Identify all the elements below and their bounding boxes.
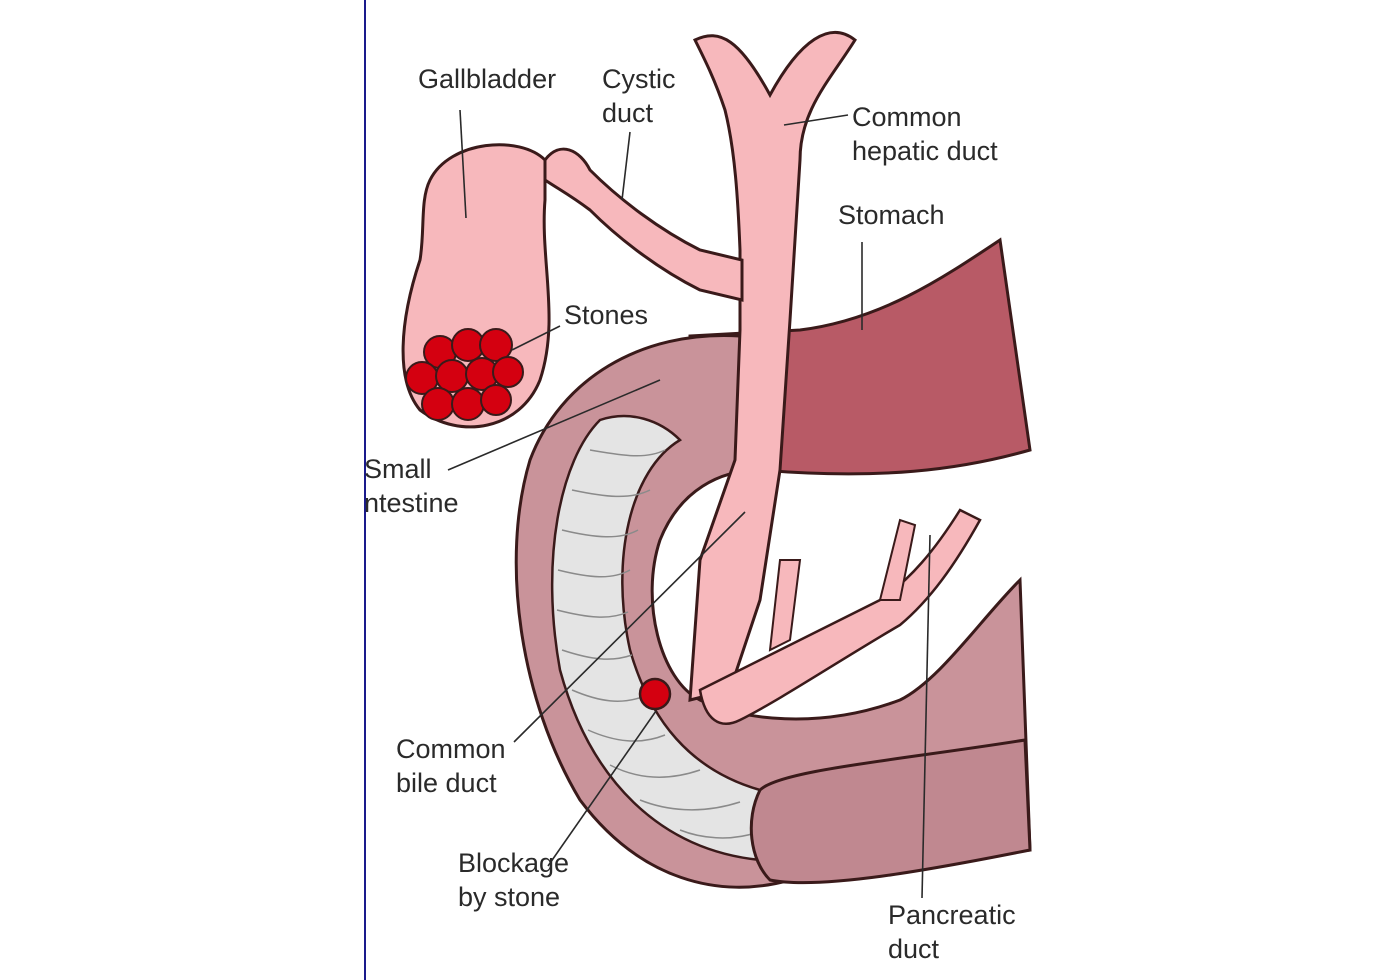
common-bile-duct-label: Common bile duct (396, 734, 506, 798)
common-hepatic-duct-label: Common hepatic duct (852, 102, 998, 166)
pancreatic-duct-shape (698, 508, 982, 725)
small-intestine-label: Small ntestine (364, 454, 459, 518)
cystic-duct-shape (543, 147, 744, 302)
stomach-label: Stomach (838, 200, 945, 230)
cystic-duct-label: Cystic duct (602, 64, 676, 128)
blocking-stone (638, 677, 672, 711)
page-border-line (364, 0, 366, 980)
pancreatic-duct-label: Pancreatic duct (888, 900, 1016, 964)
gallstones (405, 328, 524, 421)
pancreatic-branch (878, 518, 917, 601)
hepatic-duct (688, 30, 857, 702)
blockage-by-stone-label: Blockage by stone (458, 848, 570, 912)
gallbladder-label: Gallbladder (418, 64, 557, 94)
duodenum-end (749, 738, 1032, 885)
leader-lines (447, 109, 931, 899)
pancreatic-branch (768, 559, 802, 652)
intestine-folds (556, 449, 759, 839)
intestine-lumen (550, 414, 762, 862)
stones-label: Stones (564, 300, 649, 330)
